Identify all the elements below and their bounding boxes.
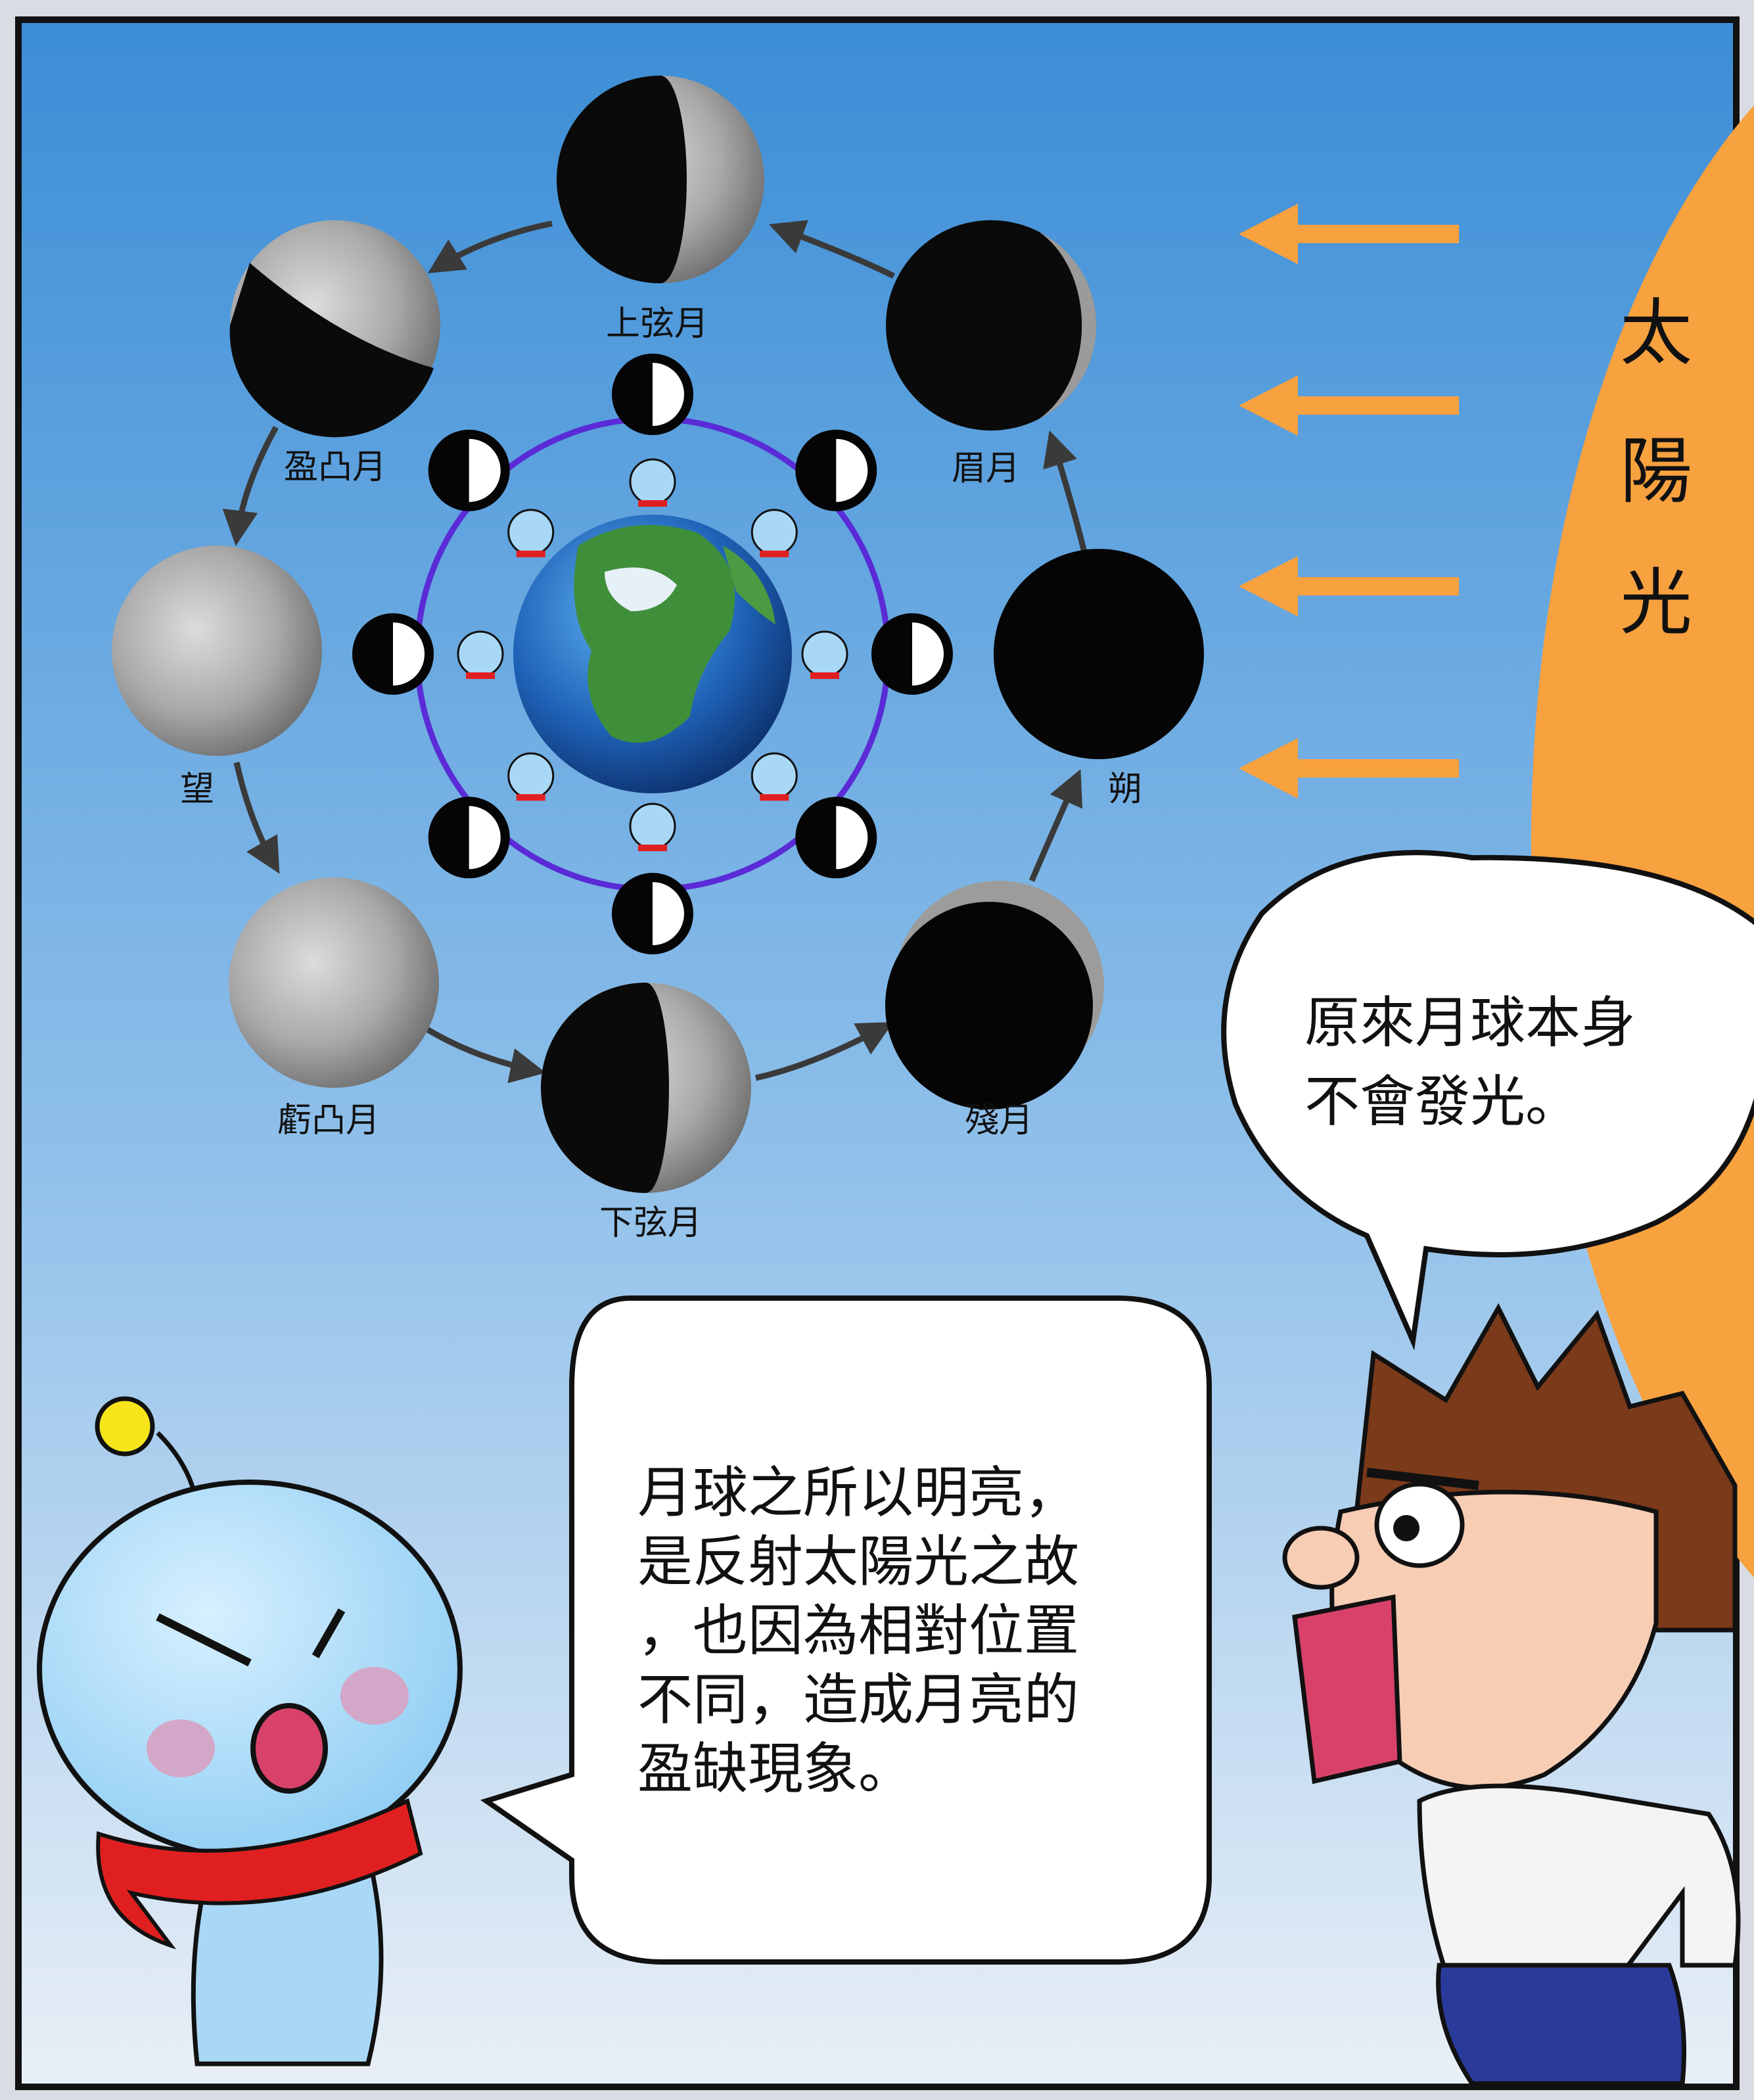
moon-label: 望 — [180, 770, 214, 809]
moon-label: 虧凸月 — [277, 1101, 380, 1140]
small-phase-moon-icon — [612, 873, 693, 954]
red-scarf — [96, 1798, 423, 1949]
mini-alien-icon — [629, 803, 676, 851]
earth-icon — [513, 515, 792, 793]
sun-label-char-1: 太 — [1620, 291, 1692, 375]
moon-label: 上弦月 — [606, 304, 708, 344]
small-moons — [352, 354, 953, 954]
alien-speech-line-4: 不同，造成月亮的 — [637, 1668, 1079, 1732]
antenna-ball-icon — [95, 1396, 155, 1457]
sun-label-char-2: 陽 — [1620, 429, 1692, 513]
alien-speech-line-1: 月球之所以明亮， — [637, 1460, 1079, 1525]
book-icon — [1292, 1594, 1402, 1785]
alien-speech-bubble: 月球之所以明亮， 是反射太陽光之故 ，也因為相對位置 不同，造成月亮的 盈缺現象… — [480, 1295, 1212, 1965]
cheek — [147, 1719, 215, 1777]
boy-speech-line-1: 原來月球本身 — [1304, 991, 1636, 1055]
moon-label: 朔 — [1108, 770, 1142, 809]
sunlight-arrow-icon — [1239, 556, 1459, 617]
cheek — [340, 1667, 409, 1725]
moon-waxing-gibbous: 盈凸月 — [229, 220, 440, 487]
moon-waxing-crescent: 眉月 — [886, 220, 1097, 488]
boy-speech-line-2: 不會發光。 — [1304, 1069, 1581, 1134]
mini-alien-icon — [750, 509, 798, 557]
mini-alien-icon — [507, 752, 555, 801]
mini-alien-icon — [507, 509, 555, 557]
small-phase-moon-icon — [871, 613, 953, 695]
mini-alien-icon — [801, 630, 848, 679]
small-phase-moon-icon — [795, 429, 877, 511]
alien-speech-line-5: 盈缺現象。 — [637, 1737, 913, 1801]
small-phase-moon-icon — [428, 797, 510, 879]
small-phase-moon-icon — [612, 354, 693, 435]
moon-label: 盈凸月 — [284, 448, 386, 487]
moon-label: 殘月 — [965, 1101, 1033, 1140]
mini-aliens — [457, 458, 848, 851]
sunlight-arrow-icon — [1239, 204, 1459, 264]
alien-character — [37, 1396, 463, 2066]
orbit-arrows — [222, 220, 1088, 1083]
moon-waning-gibbous: 虧凸月 — [229, 877, 439, 1140]
open-mouth — [250, 1703, 328, 1794]
alien-speech-line-2: 是反射太陽光之故 — [637, 1529, 1079, 1594]
small-phase-moon-icon — [795, 797, 877, 879]
sunlight-arrows — [1239, 204, 1459, 799]
moon-full: 望 — [112, 546, 322, 809]
small-phase-moon-icon — [428, 429, 510, 511]
mini-alien-icon — [457, 630, 504, 679]
moon-last-quarter: 下弦月 — [541, 983, 751, 1243]
boy-speech-bubble: 原來月球本身 不會發光。 — [1221, 850, 1754, 1351]
mini-alien-icon — [750, 752, 798, 801]
moon-waning-crescent: 殘月 — [885, 881, 1104, 1140]
sunlight-arrow-icon — [1239, 375, 1459, 436]
moon-label: 下弦月 — [599, 1203, 702, 1243]
mini-alien-icon — [629, 458, 676, 507]
small-phase-moon-icon — [352, 613, 434, 695]
sun-label-char-3: 光 — [1620, 561, 1692, 645]
moon-new: 朔 — [994, 549, 1204, 809]
sunlight-arrow-icon — [1239, 738, 1459, 799]
alien-speech-line-3: ，也因為相對位置 — [637, 1598, 1079, 1663]
moon-label: 眉月 — [952, 449, 1020, 488]
moon-first-quarter: 上弦月 — [557, 76, 764, 344]
boy-character — [1282, 1303, 1741, 2086]
